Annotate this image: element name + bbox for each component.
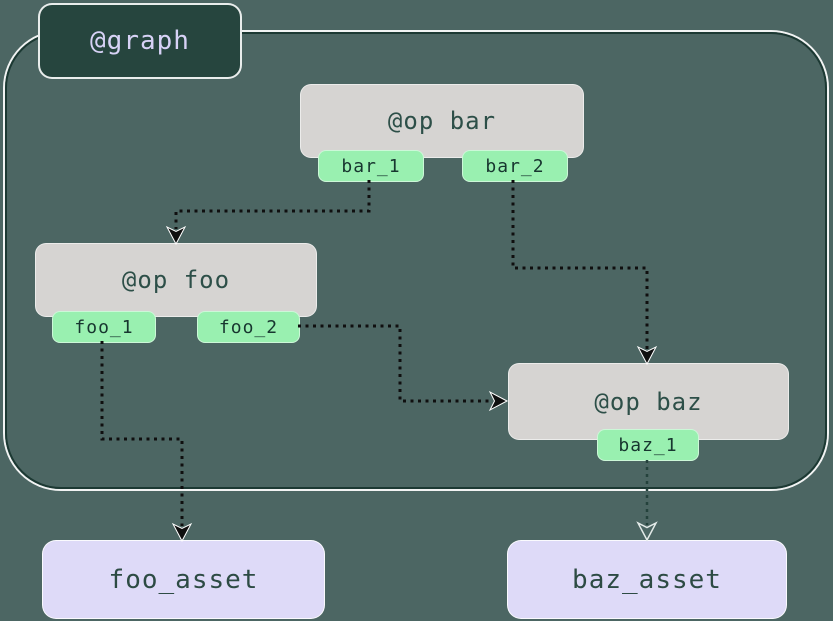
output-tab-foo_1[interactable]: foo_1 bbox=[52, 311, 156, 343]
output-tab-bar_1[interactable]: bar_1 bbox=[318, 150, 424, 182]
arrowhead-baz_1-to-baz_asset bbox=[636, 521, 658, 542]
op-node-foo[interactable]: @op foo bbox=[35, 243, 317, 317]
op-baz-label: @op baz bbox=[594, 387, 703, 416]
asset-foo-label: foo_asset bbox=[108, 564, 259, 595]
output-tab-foo_2[interactable]: foo_2 bbox=[197, 311, 300, 343]
graph-container-outline bbox=[5, 32, 827, 489]
arrowhead-foo_1-to-foo_asset bbox=[171, 522, 193, 543]
output-tab-bar_1-label: bar_1 bbox=[341, 155, 401, 177]
output-tab-foo_1-label: foo_1 bbox=[74, 316, 134, 338]
output-tab-baz_1[interactable]: baz_1 bbox=[597, 429, 699, 461]
output-tab-bar_2-label: bar_2 bbox=[485, 155, 545, 177]
output-tab-foo_2-label: foo_2 bbox=[218, 316, 279, 338]
output-tab-baz_1-label: baz_1 bbox=[618, 434, 678, 456]
asset-baz-label: baz_asset bbox=[572, 564, 722, 595]
output-tab-bar_2[interactable]: bar_2 bbox=[462, 150, 568, 182]
op-node-bar[interactable]: @op bar bbox=[300, 84, 584, 158]
op-foo-label: @op foo bbox=[121, 266, 231, 294]
op-bar-label: @op bar bbox=[387, 107, 497, 135]
graph-label-text: @graph bbox=[90, 26, 190, 56]
graph-label-badge[interactable]: @graph bbox=[38, 3, 242, 79]
asset-node-baz_asset[interactable]: baz_asset bbox=[507, 540, 787, 619]
asset-node-foo_asset[interactable]: foo_asset bbox=[42, 540, 325, 619]
